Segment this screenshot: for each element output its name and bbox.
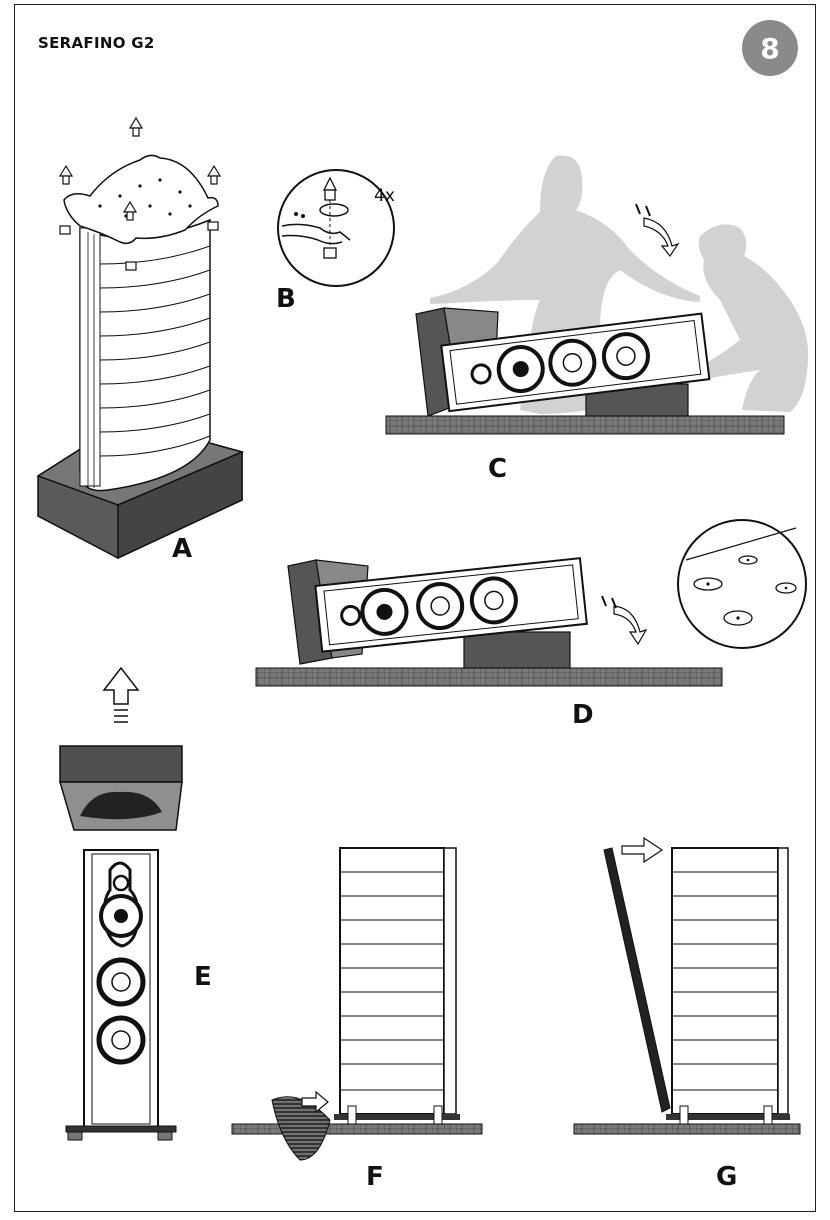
step-label-d: D xyxy=(572,700,594,730)
step-g-illustration xyxy=(573,836,801,1135)
step-e-illustration xyxy=(65,849,177,1141)
step-f-illustration xyxy=(231,847,483,1161)
quantity-label: 4x xyxy=(374,186,395,206)
step-label-f: F xyxy=(366,1162,384,1192)
step-label-g: G xyxy=(716,1162,738,1192)
step-b-detail xyxy=(277,169,395,287)
step-label-a: A xyxy=(172,534,193,564)
step-e-up-arrow xyxy=(59,666,183,831)
step-c-illustration xyxy=(385,155,809,435)
step-label-e: E xyxy=(194,962,212,992)
page-frame xyxy=(14,4,816,1212)
step-label-c: C xyxy=(488,454,508,484)
step-label-b: B xyxy=(276,284,296,314)
product-title: SERAFINO G2 xyxy=(38,34,155,52)
page-number-badge: 8 xyxy=(742,20,798,76)
step-d-illustration xyxy=(255,519,807,687)
step-a-illustration xyxy=(36,116,245,560)
